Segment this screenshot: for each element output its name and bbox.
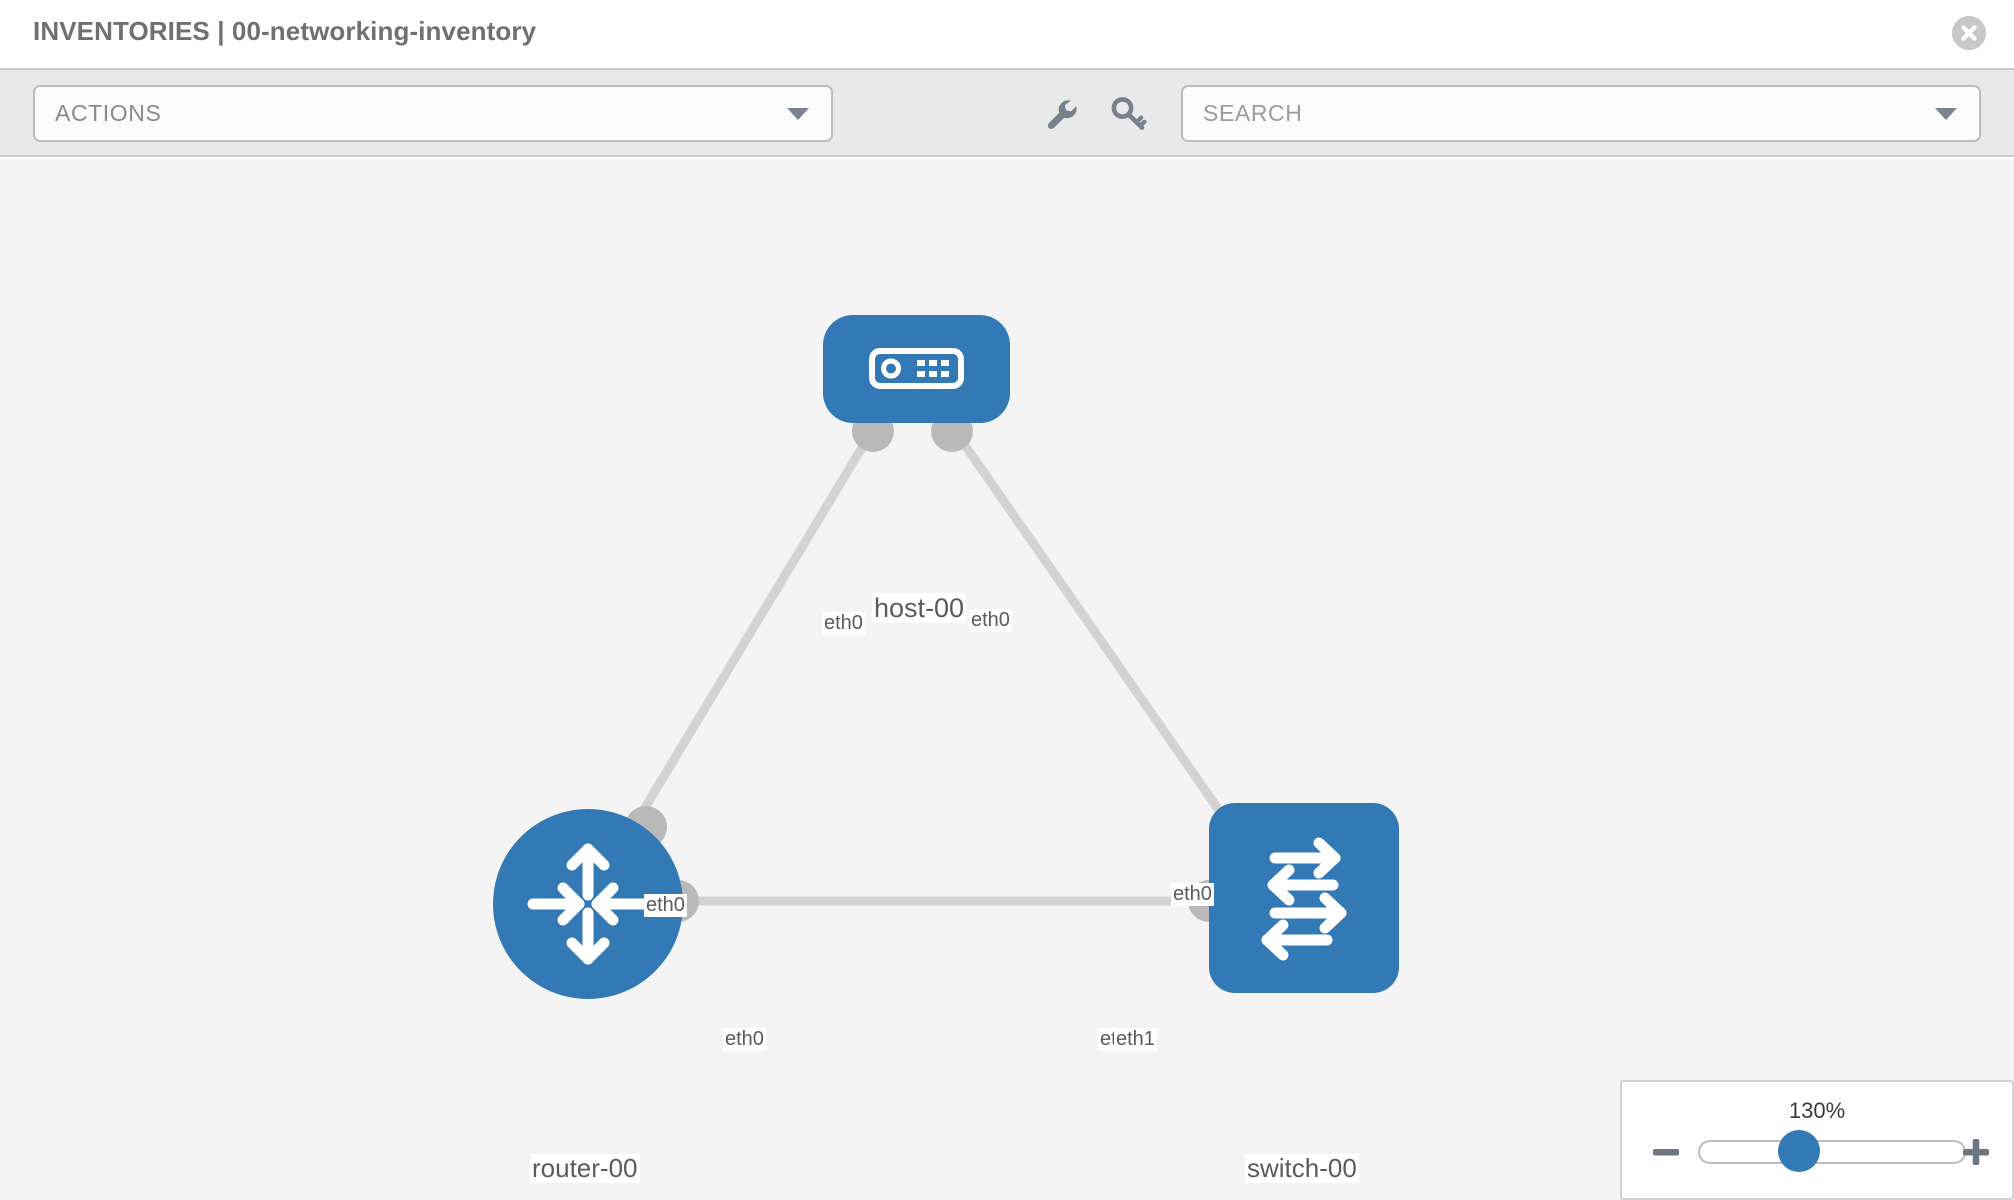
close-icon[interactable]	[1952, 16, 1986, 50]
page-header: INVENTORIES | 00-networking-inventory	[0, 0, 2014, 68]
zoom-slider-thumb[interactable]	[1778, 1130, 1820, 1172]
zoom-control-panel: 130%	[1620, 1080, 2014, 1200]
node-router-00[interactable]	[493, 809, 683, 999]
zoom-level-value: 130%	[1788, 1098, 1846, 1123]
link-host-router	[610, 428, 876, 862]
search-placeholder: SEARCH	[1203, 100, 1303, 126]
zoom-slider-track[interactable]	[1698, 1140, 1966, 1164]
topology-canvas[interactable]: host-00 router-00 switch-00 eth0 eth0 et…	[0, 159, 2014, 1200]
node-label-host-00: host-00	[872, 593, 967, 624]
chevron-down-icon	[787, 107, 809, 120]
interface-label-switch-up: eth0	[1171, 883, 1214, 906]
interface-label-router-right: eth0	[723, 1028, 766, 1051]
toolbar: ACTIONS SEARCH	[0, 68, 2014, 157]
node-host-00[interactable]	[823, 315, 1010, 423]
interface-label-host-left: eth0	[822, 612, 865, 635]
router-four-arrows-icon	[527, 843, 649, 965]
interface-label-switch-left: eth1	[1114, 1028, 1157, 1051]
link-host-switch	[951, 428, 1250, 852]
switch-arrows-icon	[1261, 837, 1347, 961]
chevron-down-icon[interactable]	[1935, 107, 1957, 120]
interface-label-host-right: eth0	[969, 609, 1012, 632]
node-label-router-00: router-00	[530, 1153, 640, 1184]
search-input[interactable]: SEARCH	[1181, 85, 1981, 142]
node-label-switch-00: switch-00	[1245, 1153, 1359, 1184]
plus-icon[interactable]	[1960, 1136, 1992, 1168]
actions-dropdown[interactable]: ACTIONS	[33, 85, 833, 142]
server-appliance-icon	[869, 348, 964, 389]
minus-icon[interactable]	[1650, 1136, 1682, 1168]
wrench-icon[interactable]	[1040, 92, 1084, 136]
interface-label-router-up: eth0	[644, 894, 687, 917]
key-icon[interactable]	[1107, 92, 1151, 136]
actions-dropdown-label: ACTIONS	[55, 100, 162, 126]
node-switch-00[interactable]	[1209, 803, 1399, 993]
page-title: INVENTORIES | 00-networking-inventory	[33, 16, 537, 46]
